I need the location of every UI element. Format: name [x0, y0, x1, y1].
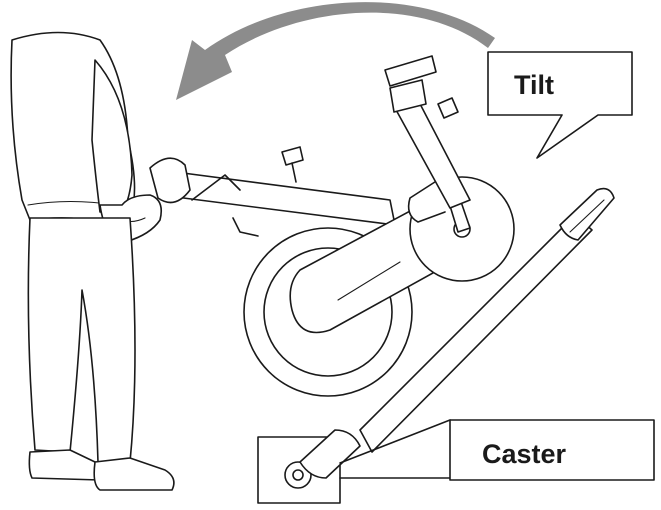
- tilt-callout: Tilt: [487, 51, 633, 159]
- front-stabilizer-end: [559, 187, 615, 241]
- bike-illustration: [149, 55, 615, 453]
- caster-label: Caster: [482, 439, 567, 469]
- caster-callout: Caster: [257, 419, 655, 504]
- person-illustration: [10, 31, 175, 491]
- curved-tilt-arrow-icon: [176, 2, 495, 101]
- tilt-label: Tilt: [514, 70, 554, 100]
